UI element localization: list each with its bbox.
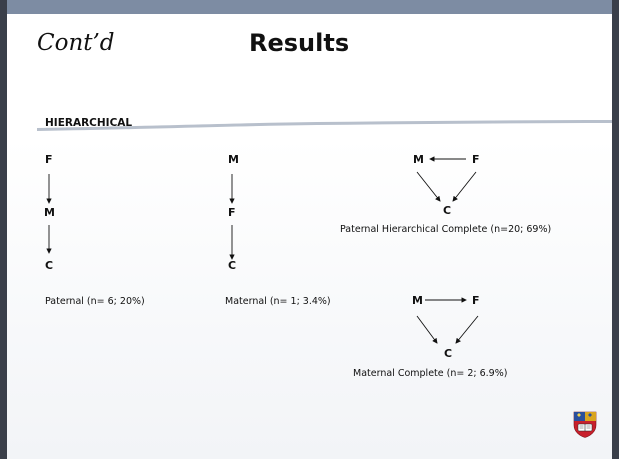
maternal-complete-caption: Maternal Complete (n= 2; 6.9%) <box>353 368 507 379</box>
paternal-complete-arrow-m-to-c <box>416 171 441 202</box>
maternal-complete-diagram: M F C Maternal Complete (n= 2; 6.9%) <box>353 294 507 379</box>
top-bar <box>7 0 612 14</box>
slide-title: Results <box>249 29 350 57</box>
heading-contd: Cont’d <box>37 30 115 56</box>
maternal-node-bottom: C <box>228 259 236 272</box>
paternal-complete-node-right: F <box>472 153 480 166</box>
maternal-complete-arrow-f-to-c <box>455 315 479 344</box>
maternal-complete-arrow-m-to-c <box>416 315 438 344</box>
maternal-complete-node-bottom: C <box>444 347 452 360</box>
paternal-diagram: F M C Paternal (n= 6; 20%) <box>44 153 145 307</box>
slide: Cont’d Results HIERARCHICAL F M C Patern… <box>7 0 612 459</box>
paternal-complete-node-bottom: C <box>443 204 451 217</box>
subtitle-hierarchical: HIERARCHICAL <box>45 117 133 129</box>
university-crest-icon <box>573 411 597 438</box>
maternal-node-middle: F <box>228 206 236 219</box>
maternal-complete-node-right: F <box>472 294 480 307</box>
maternal-caption: Maternal (n= 1; 3.4%) <box>225 296 331 307</box>
paternal-caption: Paternal (n= 6; 20%) <box>45 296 145 307</box>
paternal-node-bottom: C <box>45 259 53 272</box>
diagrams-canvas: F M C Paternal (n= 6; 20%) M F C Materna… <box>44 153 551 379</box>
header-rule <box>37 120 612 131</box>
maternal-complete-node-left: M <box>412 294 423 307</box>
paternal-node-middle: M <box>44 206 55 219</box>
paternal-node-top: F <box>45 153 53 166</box>
paternal-complete-node-left: M <box>413 153 424 166</box>
paternal-complete-caption: Paternal Hierarchical Complete (n=20; 69… <box>340 224 551 235</box>
paternal-complete-diagram: M F C Paternal Hierarchical Complete (n=… <box>340 153 551 235</box>
paternal-complete-arrow-f-to-c <box>452 171 477 202</box>
maternal-diagram: M F C Maternal (n= 1; 3.4%) <box>225 153 331 307</box>
maternal-node-top: M <box>228 153 239 166</box>
